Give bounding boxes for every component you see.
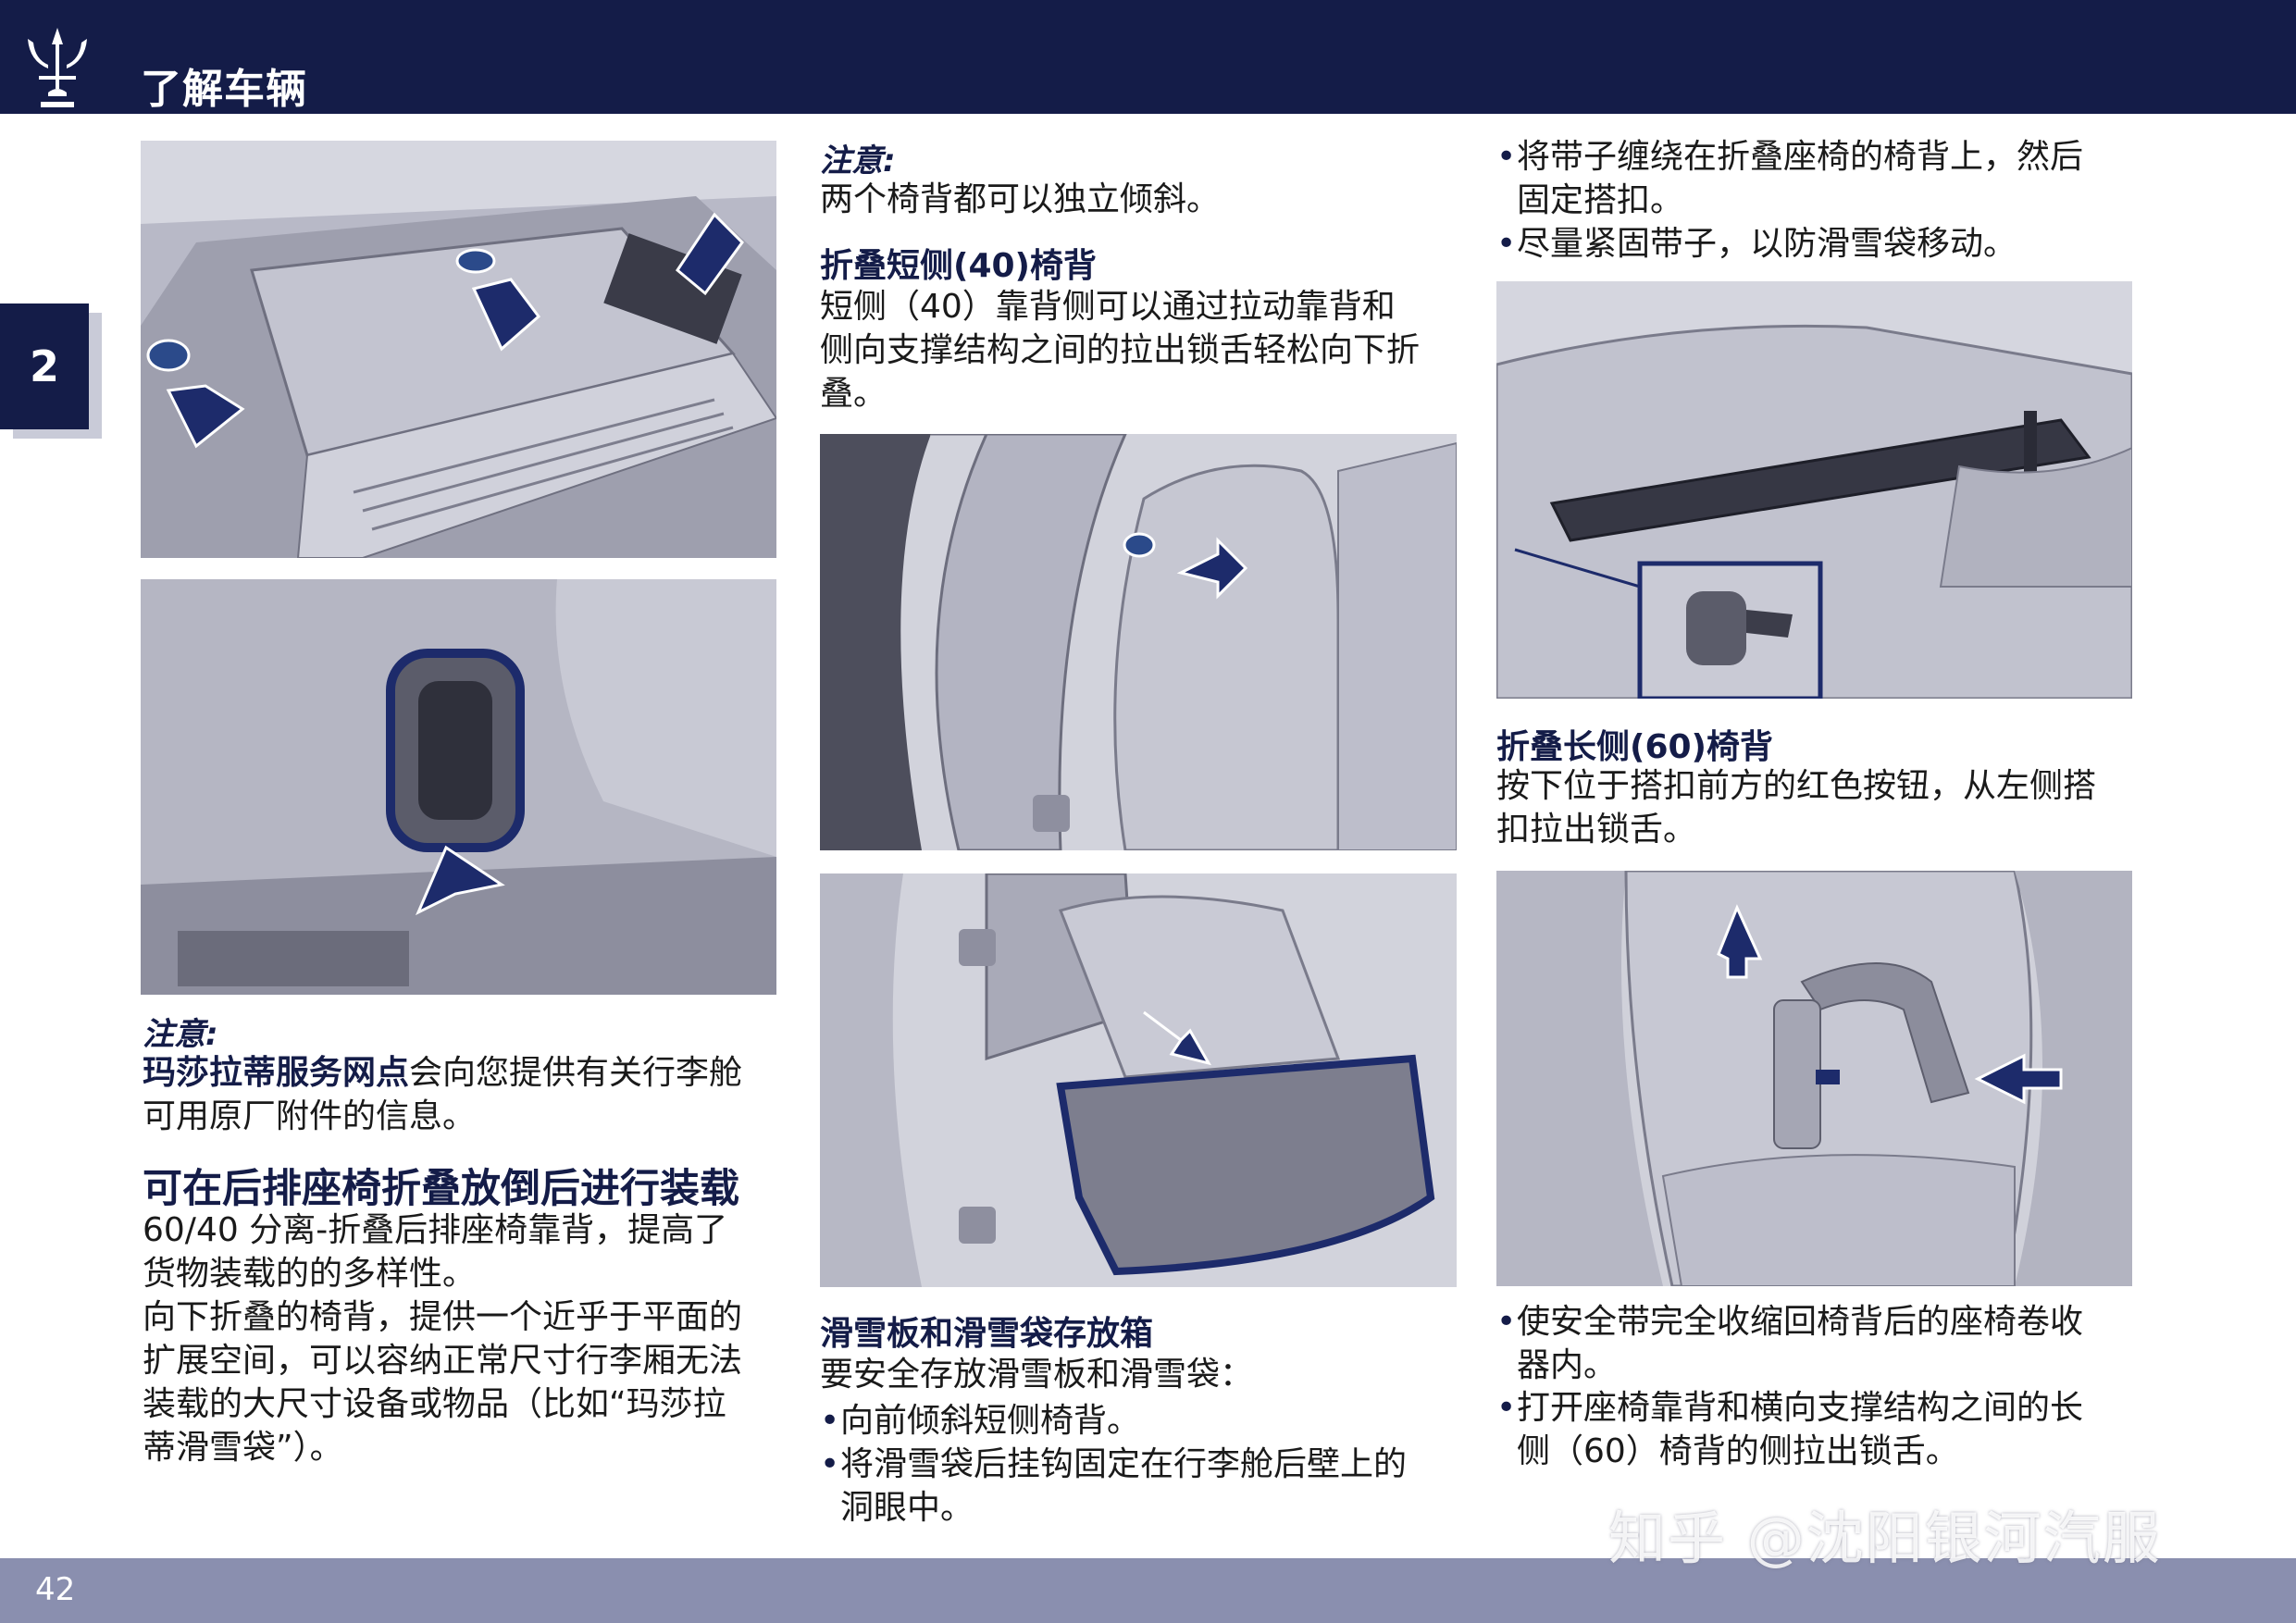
page-title: 了解车辆: [141, 66, 307, 113]
section-heading: 折叠长侧(60)椅背: [1496, 728, 1774, 766]
note-label: 注意:: [143, 1016, 218, 1053]
paragraph: 按下位于搭扣前方的红色按钮，从左侧搭 扣拉出锁舌。: [1496, 767, 2097, 849]
paragraph: 要安全存放滑雪板和滑雪袋：: [820, 1356, 1254, 1394]
list-item: 将带子缠绕在折叠座椅的椅背上，然后 固定搭扣。: [1496, 135, 2144, 222]
list-item: 尽量紧固带子，以防滑雪袋移动。: [1496, 222, 2017, 266]
paragraph: 向下折叠的椅背，提供一个近乎于平面的 扩展空间，可以容纳正常尺寸行李厢无法 装载…: [143, 1298, 743, 1467]
short-seat-release-figure: [820, 434, 1457, 850]
list-item: 打开座椅靠背和横向支撑结构之间的长 侧（60）椅背的侧拉出锁舌。: [1496, 1386, 2144, 1473]
list-item: 将滑雪袋后挂钩固定在行李舱后壁上的 洞眼中。: [820, 1443, 1468, 1530]
chapter-number: 2: [29, 341, 59, 391]
paragraph: 60/40 分离-折叠后排座椅靠背，提高了 货物装载的的多样性。: [143, 1211, 728, 1293]
paragraph: 短侧（40）靠背侧可以通过拉动靠背和 侧向支撑结构之间的拉出锁舌轻松向下折 叠。: [820, 288, 1421, 413]
page-footer: 42: [0, 1558, 2296, 1623]
section-heading: 滑雪板和滑雪袋存放箱: [820, 1315, 1154, 1353]
note-text: 两个椅背都可以独立倾斜。: [820, 180, 1221, 218]
short-seat-folded-figure: [820, 873, 1457, 1287]
list-item: 使安全带完全收缩回椅背后的座椅卷收 器内。: [1496, 1300, 2144, 1387]
note-bold-text: 玛莎拉蒂服务网点: [143, 1054, 410, 1092]
section-heading: 可在后排座椅折叠放倒后进行装载: [143, 1166, 739, 1212]
trunk-floor-figure: [141, 141, 776, 558]
trident-logo-icon: [28, 28, 87, 107]
long-seat-release-figure: [1496, 871, 2132, 1286]
section-heading: 折叠短侧(40)椅背: [820, 247, 1098, 285]
ski-bag-figure: [1496, 281, 2132, 699]
note-label: 注意:: [820, 142, 896, 180]
page-header: 了解车辆: [0, 0, 2296, 114]
page-number: 42: [35, 1571, 76, 1608]
trunk-hook-figure: [141, 579, 776, 995]
note-text: 玛莎拉蒂服务网点会向您提供有关行李舱 可用原厂附件的信息。: [143, 1054, 743, 1135]
list-item: 向前倾斜短侧椅背。: [820, 1399, 1140, 1443]
chapter-tab[interactable]: 2: [0, 304, 89, 429]
watermark: 知乎 @沈阳银河汽服: [1608, 1505, 2162, 1572]
